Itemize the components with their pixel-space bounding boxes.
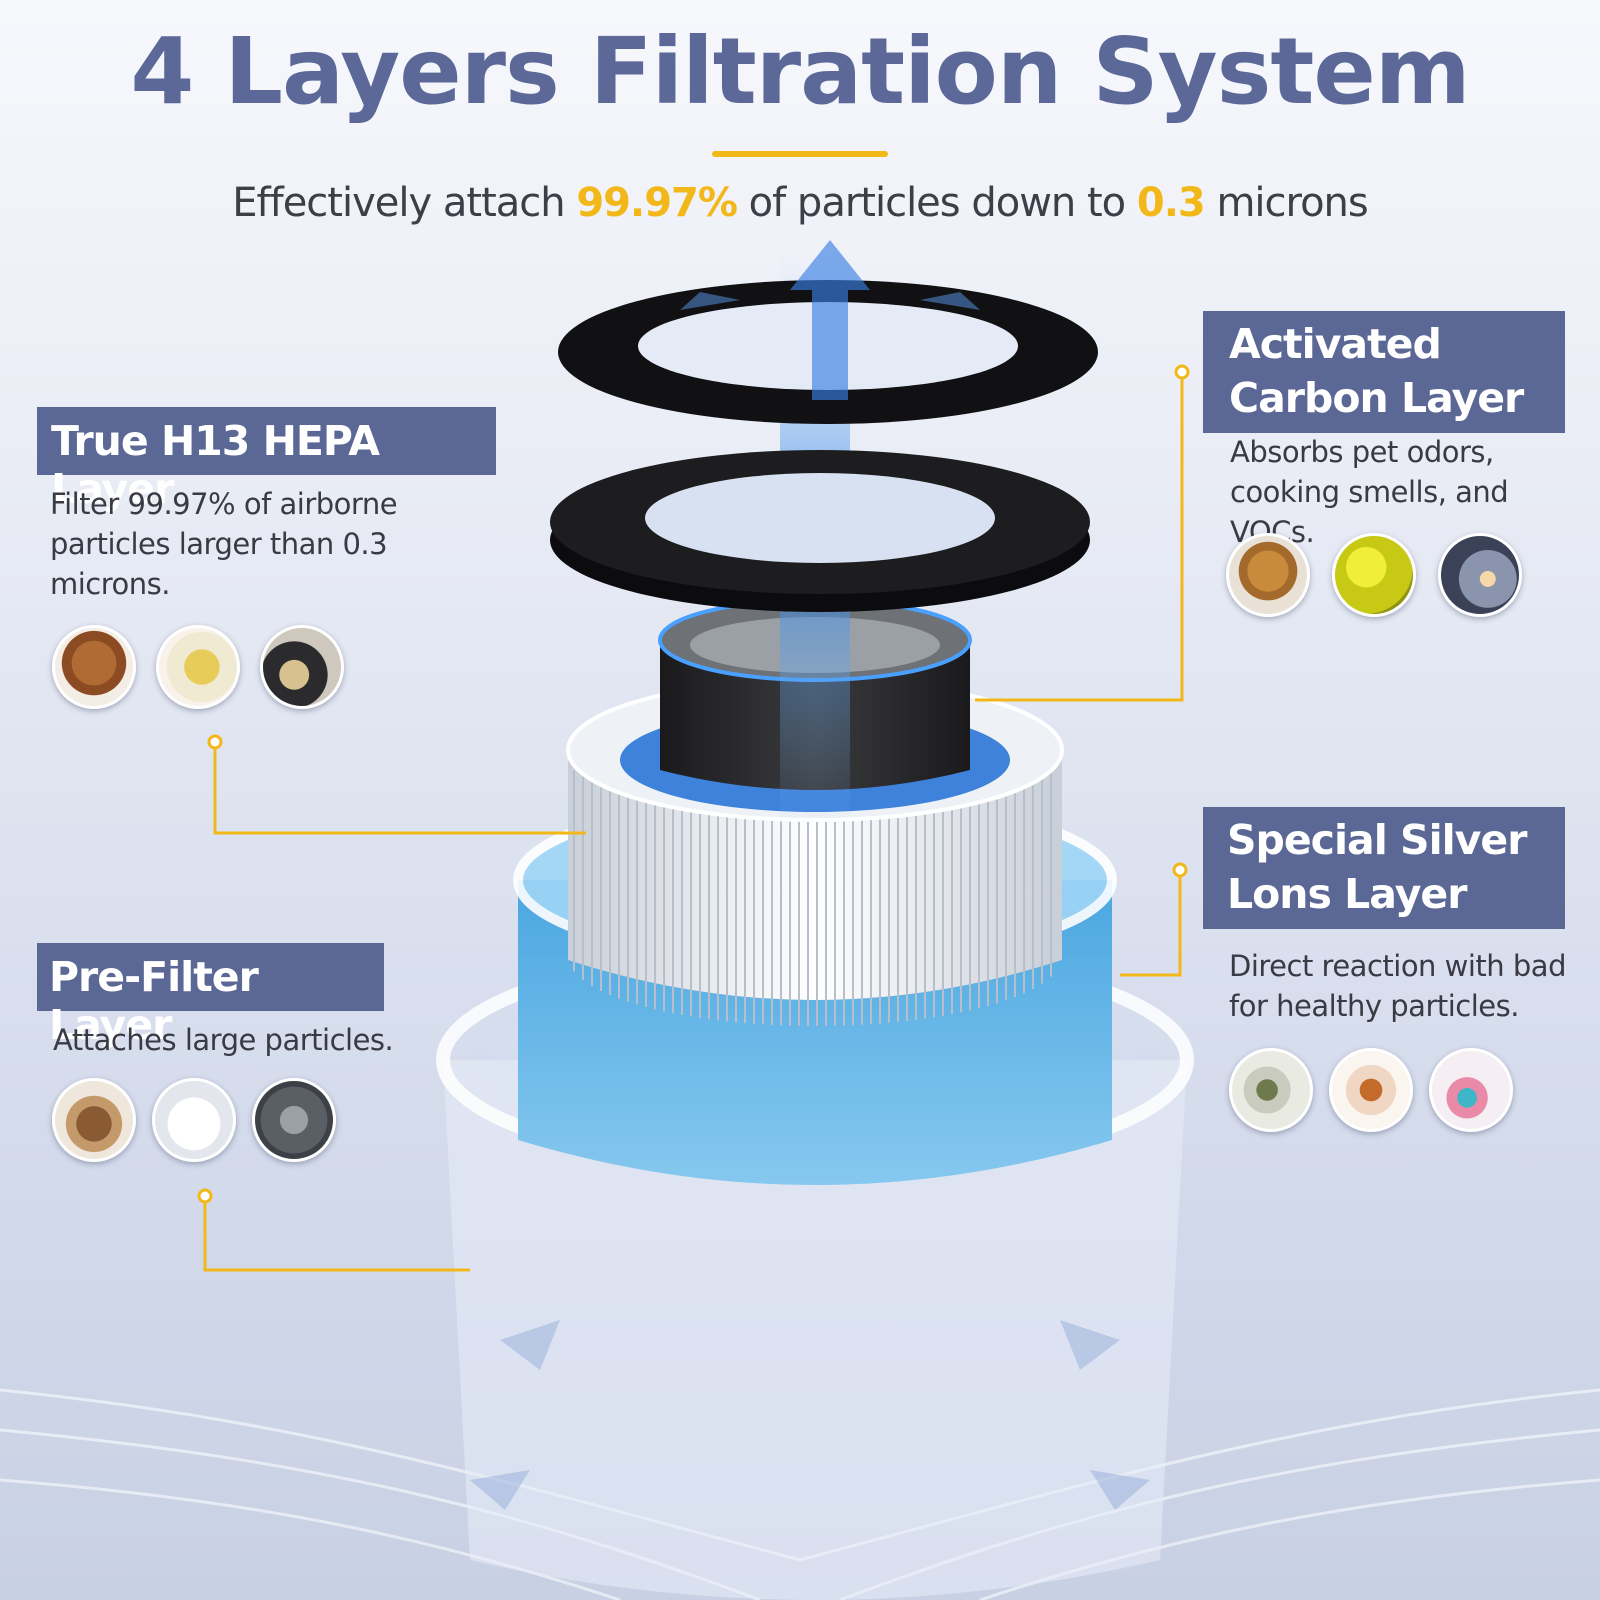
carbon-layer-label-line: Carbon Layer (1229, 374, 1524, 422)
carbon-desc-line: Absorbs pet odors, (1230, 435, 1494, 469)
silver-layer-description: Direct reaction with bad for healthy par… (1229, 946, 1567, 1026)
subtitle: Effectively attach 99.97% of particles d… (0, 180, 1600, 226)
hepa-layer-images (52, 625, 344, 709)
hepa-layer-label: True H13 HEPA Layer (51, 417, 380, 513)
subtitle-pre: Effectively attach (232, 180, 565, 226)
silver-desc-line: Direct reaction with bad (1229, 949, 1567, 983)
carbon-layer-description: Absorbs pet odors, cooking smells, and V… (1230, 432, 1600, 552)
subtitle-post: microns (1216, 180, 1368, 226)
silver-layer-label-line: Special Silver (1227, 816, 1527, 864)
pre-filter-layer-tag: Pre-Filter Layer (37, 943, 384, 1049)
pre-filter-layer-description: Attaches large particles. (53, 1020, 394, 1060)
subtitle-percent: 99.97% (576, 180, 738, 226)
mold-photo (1229, 1048, 1313, 1132)
color-powder-photo (1429, 1048, 1513, 1132)
hepa-desc-line: particles larger than 0.3 (50, 527, 388, 561)
yellow-spores-photo (1332, 533, 1416, 617)
silver-desc-line: for healthy particles. (1229, 989, 1519, 1023)
dust-photo (252, 1078, 336, 1162)
silver-layer-label-line: Lons Layer (1227, 870, 1467, 918)
rust-particles-photo (1329, 1048, 1413, 1132)
poodle-photo (52, 625, 136, 709)
silver-layer-tag: Special Silver Lons Layer (1203, 807, 1565, 929)
pre-filter-layer-label: Pre-Filter Layer (49, 953, 259, 1049)
hepa-layer-tag: True H13 HEPA Layer (37, 407, 496, 513)
carbon-layer-images (1226, 533, 1522, 617)
carbon-layer-label-line: Activated (1229, 320, 1442, 368)
golden-retriever-photo (1226, 533, 1310, 617)
hepa-desc-line: Filter 99.97% of airborne (50, 487, 398, 521)
hepa-desc-line: microns. (50, 567, 171, 601)
silver-layer-images (1229, 1048, 1513, 1132)
carbon-layer-tag: Activated Carbon Layer (1203, 311, 1565, 433)
hair-brush-photo (52, 1078, 136, 1162)
subtitle-mid: of particles down to (748, 180, 1126, 226)
cooking-pot-photo (260, 625, 344, 709)
white-fluff-photo (152, 1078, 236, 1162)
durian-photo (156, 625, 240, 709)
pre-filter-desc-line: Attaches large particles. (53, 1023, 394, 1057)
smoke-lighter-photo (1438, 533, 1522, 617)
subtitle-micron-value: 0.3 (1136, 180, 1206, 226)
title-underline (712, 151, 888, 157)
hepa-layer-description: Filter 99.97% of airborne particles larg… (50, 484, 398, 604)
pre-filter-layer-images (52, 1078, 336, 1162)
page-title: 4 Layers Filtration System (130, 18, 1470, 125)
